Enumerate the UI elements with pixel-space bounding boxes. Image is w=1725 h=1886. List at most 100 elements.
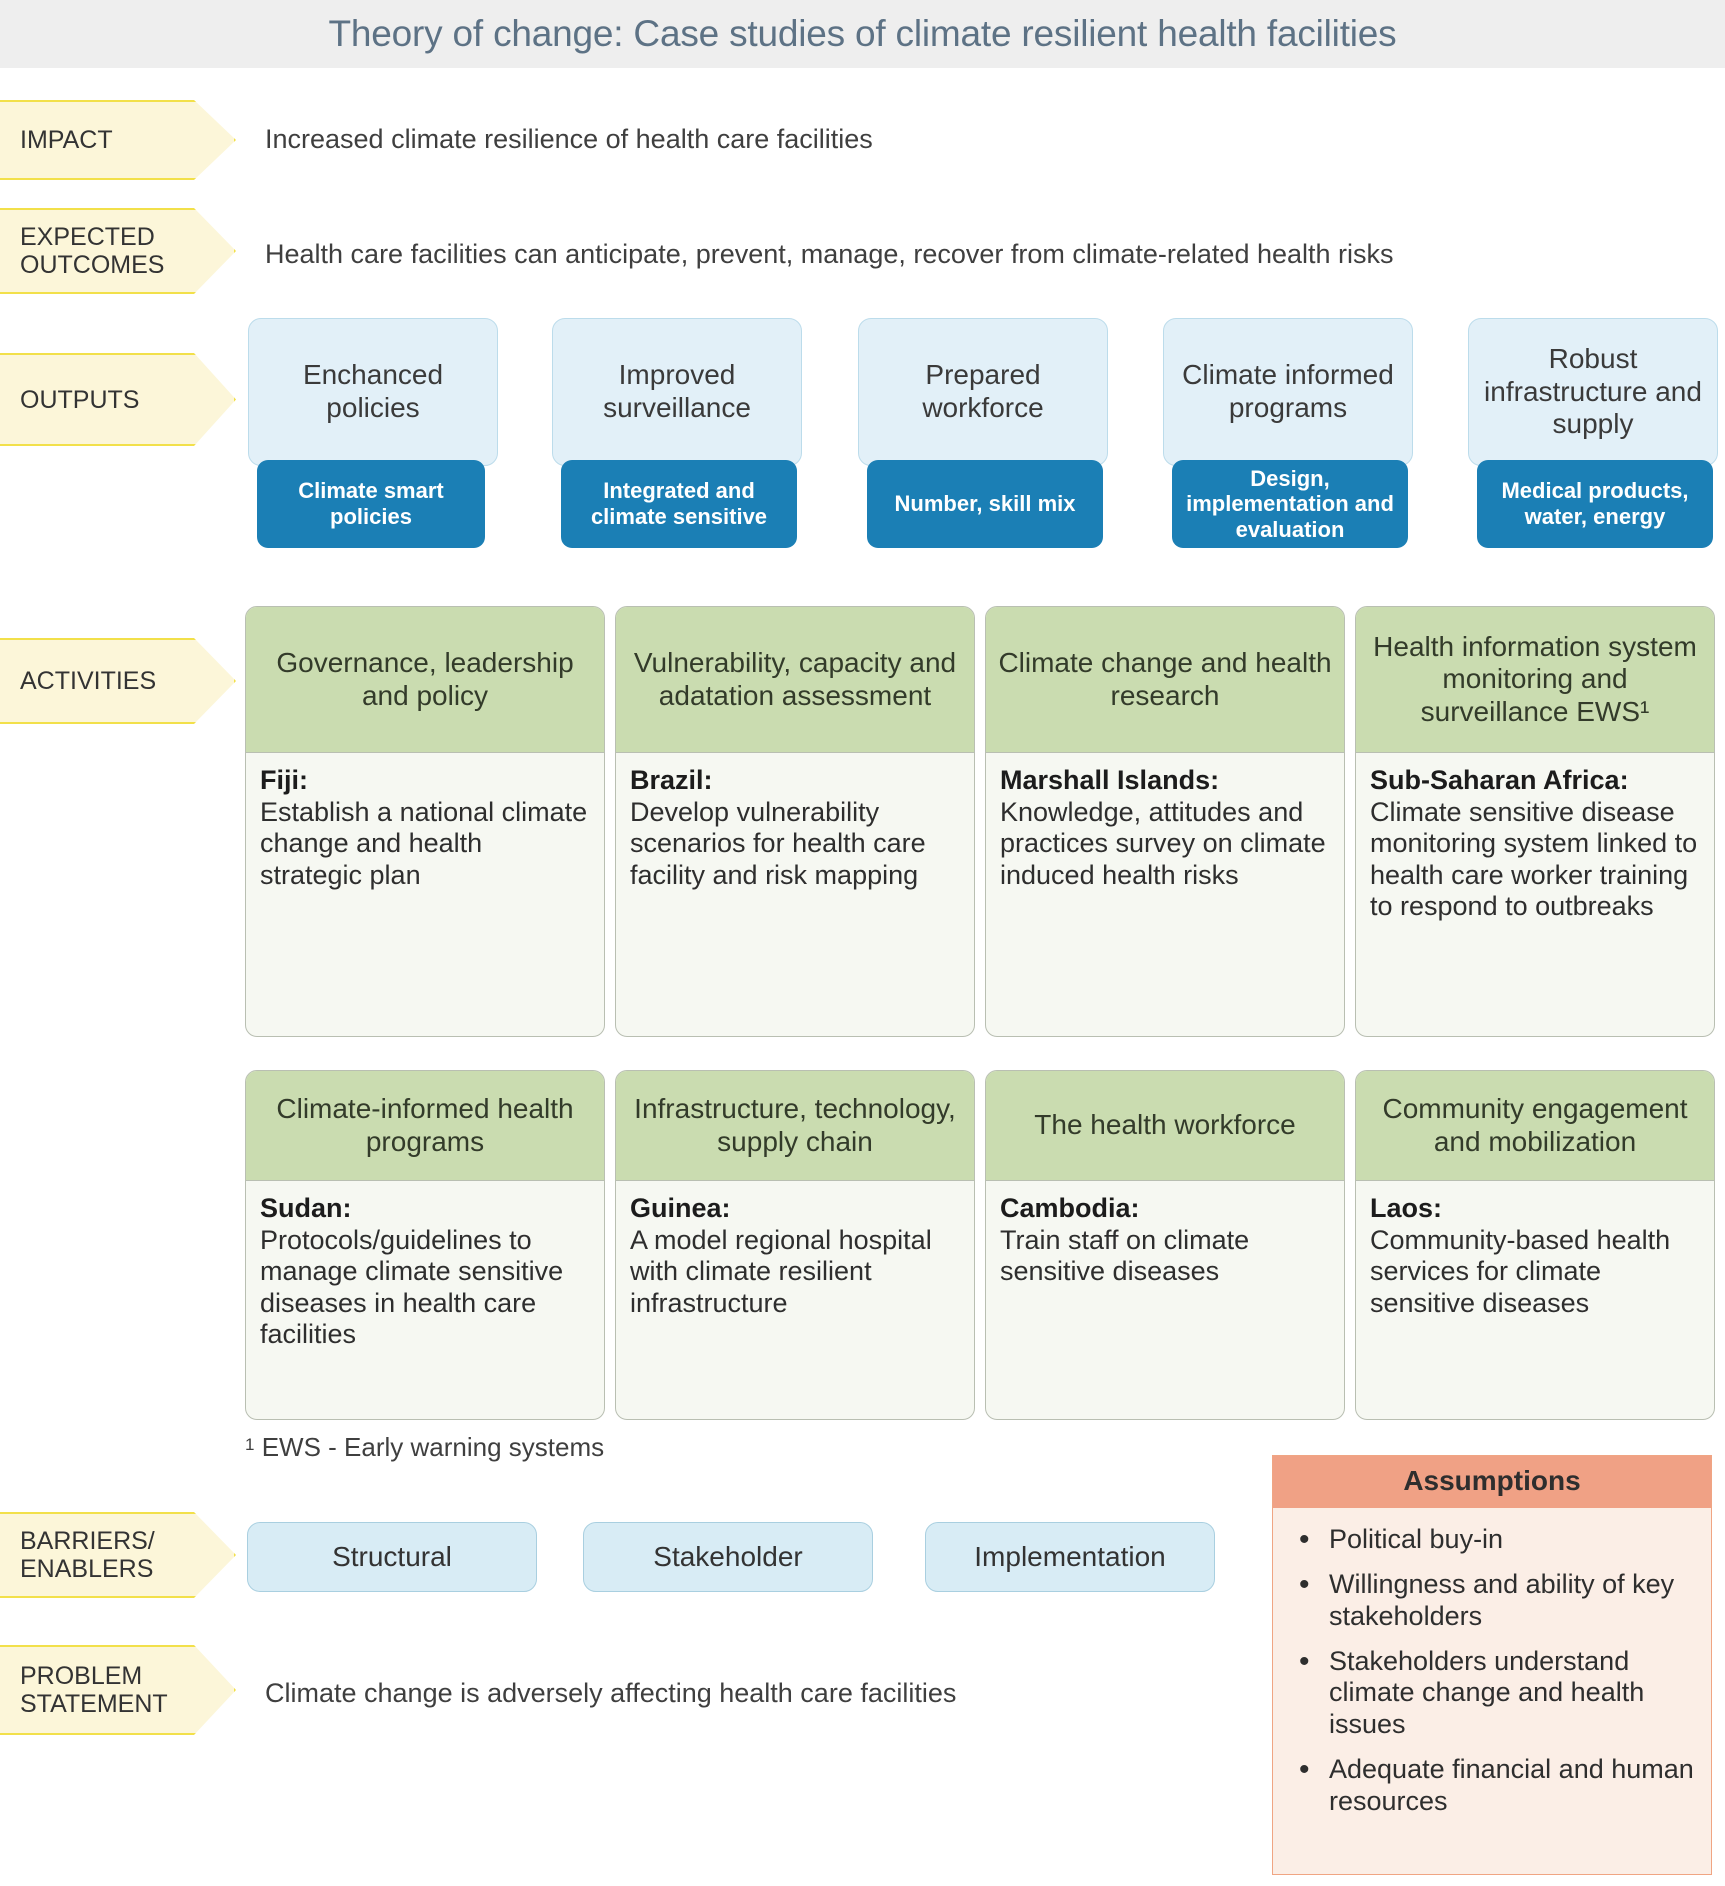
stage-tag-barriers-label: BARRIERS/ ENABLERS [20,1527,155,1583]
stage-tag-expected-outcomes-label: EXPECTED OUTCOMES [20,223,164,279]
stage-tag-expected-outcomes: EXPECTED OUTCOMES [0,208,236,294]
output-top-label-4: Robust infrastructure and supply [1484,342,1702,440]
activity-detail-r2c3: Community-based health services for clim… [1370,1224,1671,1318]
activity-head-r2c3: Community engagement and mobilization [1356,1071,1714,1181]
activity-card-r1c2[interactable]: Climate change and health research Marsh… [985,606,1345,1037]
activity-head-label-r1c3: Health information system monitoring and… [1373,630,1697,727]
barrier-pill-implementation[interactable]: Implementation [925,1522,1215,1592]
activity-detail-r1c2: Knowledge, attitudes and practices surve… [1000,796,1326,890]
activity-head-label-r1c2: Climate change and health research [998,647,1332,711]
impact-statement: Increased climate resilience of health c… [265,124,873,154]
activity-body-r1c3: Sub-Saharan Africa: Climate sensitive di… [1356,753,1714,933]
barrier-pill-structural[interactable]: Structural [247,1522,537,1592]
activity-detail-r2c0: Protocols/guidelines to manage climate s… [260,1224,564,1350]
activity-card-r1c3[interactable]: Health information system monitoring and… [1355,606,1715,1037]
output-card-bottom-1[interactable]: Integrated and climate sensitive [561,460,797,548]
expected-outcomes-statement: Health care facilities can anticipate, p… [265,239,1394,269]
activity-country-r1c1: Brazil: [630,765,713,795]
activity-head-r1c0: Governance, leadership and policy [246,607,604,753]
activity-head-label-r2c2: The health workforce [1034,1109,1296,1141]
output-bottom-label-3: Design, implementation and evaluation [1186,465,1394,542]
activity-card-r2c1[interactable]: Infrastructure, technology, supply chain… [615,1070,975,1420]
activity-country-r1c3: Sub-Saharan Africa: [1370,765,1629,795]
activity-country-r1c2: Marshall Islands: [1000,765,1220,795]
output-card-bottom-0[interactable]: Climate smart policies [257,460,485,548]
output-card-top-4[interactable]: Robust infrastructure and supply [1468,318,1718,466]
output-bottom-label-4: Medical products, water, energy [1501,478,1689,529]
footnote-ews: 1 EWS - Early warning systems [245,1432,604,1463]
expected-outcomes-label-line1: EXPECTED [20,223,155,251]
barrier-label-1: Stakeholder [653,1541,803,1572]
barrier-label-0: Structural [332,1541,452,1572]
activity-body-r1c0: Fiji: Establish a national climate chang… [246,753,604,901]
barrier-pill-stakeholder[interactable]: Stakeholder [583,1522,873,1592]
output-card-top-1[interactable]: Improved surveillance [552,318,802,466]
stage-tag-barriers: BARRIERS/ ENABLERS [0,1512,236,1598]
activity-card-r2c2[interactable]: The health workforce Cambodia: Train sta… [985,1070,1345,1420]
output-card-bottom-2[interactable]: Number, skill mix [867,460,1103,548]
problem-label-line2: STATEMENT [20,1690,168,1718]
expected-outcomes-label-line2: OUTCOMES [20,251,165,279]
output-card-top-0[interactable]: Enchanced policies [248,318,498,466]
assumptions-title: Assumptions [1273,1456,1711,1508]
stage-tag-problem-statement: PROBLEM STATEMENT [0,1645,236,1735]
output-top-label-0: Enchanced policies [302,359,444,423]
activity-country-r2c1: Guinea: [630,1193,731,1223]
activity-detail-r1c0: Establish a national climate change and … [260,796,588,890]
activity-head-label-r2c3: Community engagement and mobilization [1382,1093,1688,1157]
output-bottom-label-0: Climate smart policies [298,478,444,529]
stage-tag-activities-label: ACTIVITIES [20,667,157,695]
activity-head-label-r1c1: Vulnerability, capacity and adatation as… [633,647,957,711]
output-top-label-3: Climate informed programs [1182,359,1394,423]
assumptions-panel: Assumptions Political buy-in Willingness… [1272,1455,1712,1875]
assumptions-list: Political buy-in Willingness and ability… [1273,1508,1711,1841]
activity-head-r1c1: Vulnerability, capacity and adatation as… [616,607,974,753]
output-bottom-label-2: Number, skill mix [894,491,1076,517]
activity-card-r2c0[interactable]: Climate-informed health programs Sudan: … [245,1070,605,1420]
stage-tag-problem-statement-label: PROBLEM STATEMENT [20,1662,168,1718]
activity-country-r1c0: Fiji: [260,765,308,795]
assumption-item-2: Stakeholders understand climate change a… [1295,1644,1695,1742]
activity-country-r2c0: Sudan: [260,1193,352,1223]
activity-body-r2c2: Cambodia: Train staff on climate sensiti… [986,1181,1344,1298]
stage-tag-outputs-label: OUTPUTS [20,385,140,414]
activity-detail-r1c3: Climate sensitive disease monitoring sys… [1370,796,1698,922]
output-card-bottom-3[interactable]: Design, implementation and evaluation [1172,460,1408,548]
stage-tag-activities: ACTIVITIES [0,638,236,724]
assumption-item-1: Willingness and ability of key stakehold… [1295,1567,1695,1633]
activity-body-r1c1: Brazil: Develop vulnerability scenarios … [616,753,974,901]
activity-head-r2c0: Climate-informed health programs [246,1071,604,1181]
activity-head-label-r1c0: Governance, leadership and policy [276,647,574,711]
stage-tag-impact: IMPACT [0,100,236,180]
activity-country-r2c2: Cambodia: [1000,1193,1140,1223]
barrier-label-2: Implementation [974,1541,1166,1572]
barriers-label-line2: ENABLERS [20,1555,154,1583]
activity-card-r1c1[interactable]: Vulnerability, capacity and adatation as… [615,606,975,1037]
page-title: Theory of change: Case studies of climat… [328,13,1397,54]
activity-head-r1c2: Climate change and health research [986,607,1344,753]
output-top-label-1: Improved surveillance [603,359,751,423]
activity-card-r1c0[interactable]: Governance, leadership and policy Fiji: … [245,606,605,1037]
barriers-label-line1: BARRIERS/ [20,1527,155,1555]
activity-head-label-r2c0: Climate-informed health programs [276,1093,574,1157]
activity-country-r2c3: Laos: [1370,1193,1443,1223]
footnote-marker: 1 [245,1435,255,1454]
activity-body-r2c0: Sudan: Protocols/guidelines to manage cl… [246,1181,604,1361]
activity-head-r1c3: Health information system monitoring and… [1356,607,1714,753]
assumption-item-3: Adequate financial and human resources [1295,1752,1695,1818]
activity-body-r2c3: Laos: Community-based health services fo… [1356,1181,1714,1329]
activity-head-r2c2: The health workforce [986,1071,1344,1181]
title-band: Theory of change: Case studies of climat… [0,0,1725,68]
problem-label-line1: PROBLEM [20,1662,143,1690]
activity-card-r2c3[interactable]: Community engagement and mobilization La… [1355,1070,1715,1420]
activity-body-r2c1: Guinea: A model regional hospital with c… [616,1181,974,1329]
output-card-bottom-4[interactable]: Medical products, water, energy [1477,460,1713,548]
output-card-top-2[interactable]: Prepared workforce [858,318,1108,466]
footnote-text: EWS - Early warning systems [261,1432,605,1462]
activity-head-label-r2c1: Infrastructure, technology, supply chain [634,1093,956,1157]
output-top-label-2: Prepared workforce [922,359,1044,423]
output-card-top-3[interactable]: Climate informed programs [1163,318,1413,466]
problem-statement-text: Climate change is adversely affecting he… [265,1678,957,1708]
stage-tag-impact-label: IMPACT [20,126,113,154]
stage-tag-outputs: OUTPUTS [0,353,236,446]
